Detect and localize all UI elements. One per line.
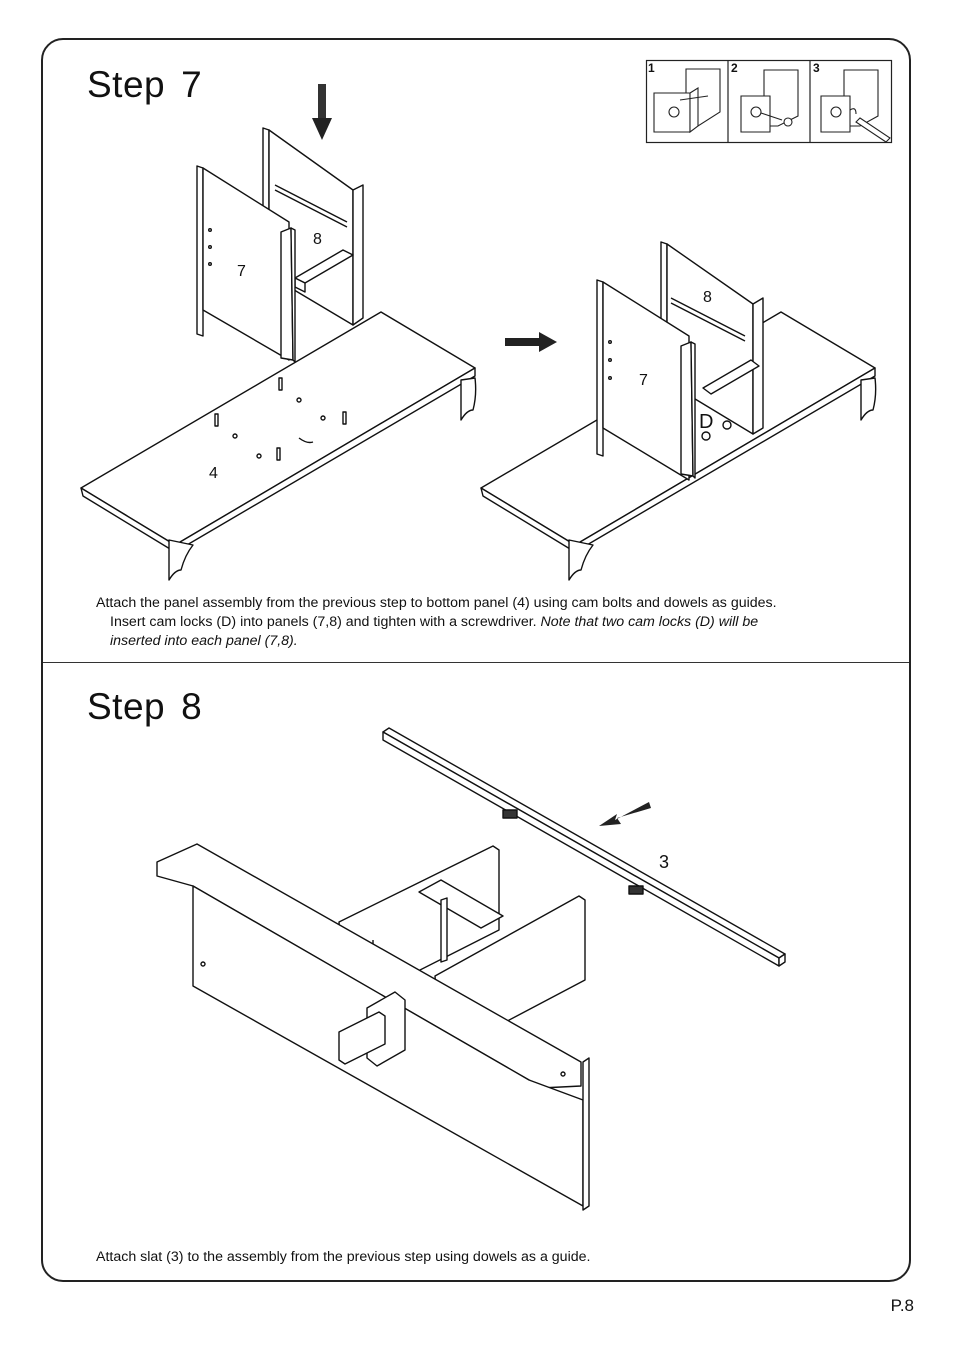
step-7-word: Step	[87, 64, 166, 105]
step-7-drawing-after: 8 7 D	[480, 241, 877, 581]
label-panel-7-assembled: 7	[639, 372, 648, 389]
inset-step-3: 3	[813, 61, 820, 75]
label-panel-8-assembled: 8	[703, 289, 712, 306]
step-7-title: Step 7	[87, 64, 202, 106]
label-panel-7: 7	[237, 263, 246, 280]
label-cam-lock-d: D	[699, 411, 713, 433]
cam-lock-inset: 1 2 3	[645, 59, 893, 144]
inset-3-drawing	[820, 69, 891, 143]
label-panel-4: 4	[209, 465, 218, 482]
step-8-title: Step 8	[87, 686, 202, 728]
step-7-caption-note-cont: inserted into each panel (7,8).	[110, 633, 298, 649]
cam-lock-d-2	[722, 420, 732, 430]
step-8-caption: Attach slat (3) to the assembly from the…	[96, 1249, 591, 1265]
inset-1-drawing	[653, 68, 721, 134]
step-8-word: Step	[87, 686, 166, 727]
inset-step-2: 2	[731, 61, 738, 75]
step-8-number: 8	[181, 686, 203, 727]
insert-arrow-down	[312, 84, 332, 140]
step-divider	[43, 662, 909, 663]
page-frame: Step 7 1 2 3	[41, 38, 911, 1282]
inset-2-drawing	[740, 69, 799, 133]
step-7-caption-line2: Insert cam locks (D) into panels (7,8) a…	[110, 614, 541, 630]
label-panel-8: 8	[313, 231, 322, 248]
step-7-caption: Attach the panel assembly from the previ…	[96, 594, 896, 651]
step-7-drawing-before: 8 7 4	[80, 84, 477, 581]
step-8-drawing: 3	[156, 727, 786, 1211]
step-7-caption-note: Note that two cam locks (D) will be	[540, 614, 759, 630]
result-arrow-right	[505, 332, 557, 352]
page-number: P.8	[890, 1296, 914, 1315]
label-slat-3: 3	[659, 852, 669, 872]
step-7-number: 7	[181, 64, 203, 105]
cam-lock-d-1	[701, 431, 711, 441]
inset-step-1: 1	[648, 61, 655, 75]
step-7-caption-line1: Attach the panel assembly from the previ…	[96, 595, 777, 611]
